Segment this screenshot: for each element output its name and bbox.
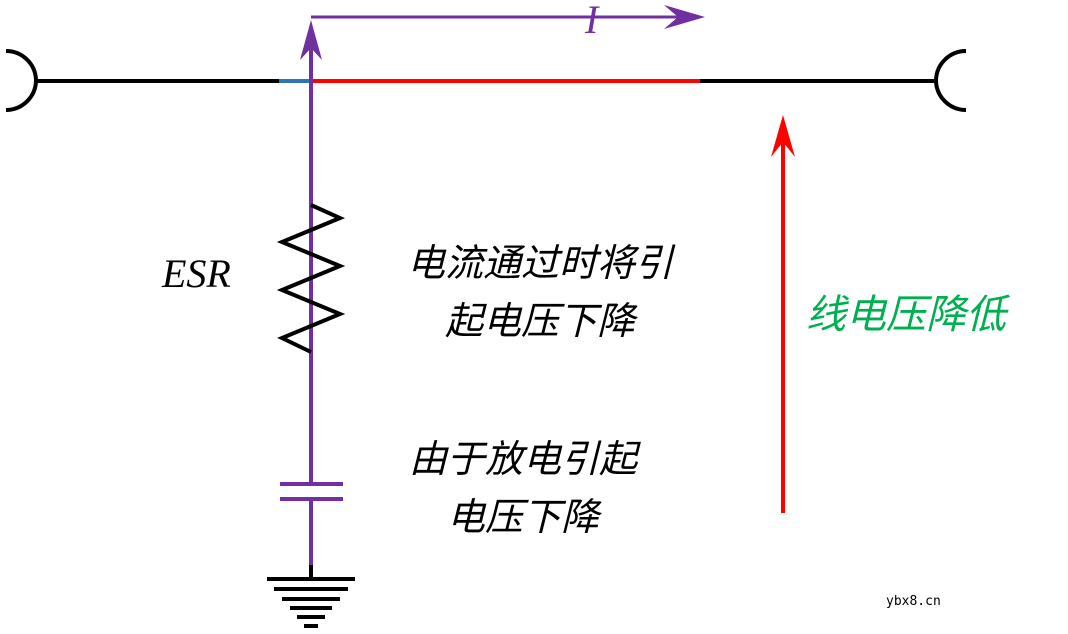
capacitor-note-line1: 由于放电引起 <box>408 437 637 481</box>
current-right-arrow-icon <box>664 5 705 29</box>
esr-label: ESR <box>162 251 231 296</box>
current-up-arrow-icon <box>300 20 322 60</box>
esr-note-line2: 起电压下降 <box>444 299 635 343</box>
left-terminal-icon <box>5 49 39 112</box>
ground-icon <box>267 577 355 628</box>
esr-note-line1: 电流通过时将引 <box>406 241 673 285</box>
capacitor-note: 由于放电引起 电压下降 <box>368 430 678 546</box>
right-terminal-icon <box>933 49 967 112</box>
esr-resistor-icon <box>276 203 346 354</box>
esr-note: 电流通过时将引 起电压下降 <box>360 234 720 350</box>
current-label: I <box>585 0 599 42</box>
voltage-up-arrow-icon <box>771 115 795 157</box>
capacitor-note-line2: 电压下降 <box>446 495 599 539</box>
watermark: ybx8.cn <box>886 594 941 609</box>
line-voltage-label: 线电压降低 <box>806 292 1006 338</box>
